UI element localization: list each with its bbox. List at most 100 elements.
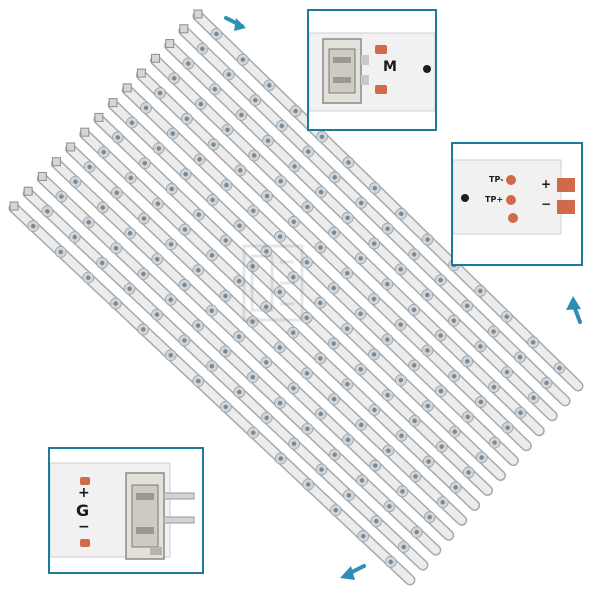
led-lens	[440, 500, 445, 505]
led-lens	[86, 275, 91, 280]
led-lens	[58, 249, 63, 255]
led-lens	[100, 205, 105, 210]
led-lens	[168, 353, 173, 358]
led-lens	[224, 182, 229, 188]
led-lens	[250, 319, 255, 324]
led-lens	[250, 375, 255, 380]
led-lens	[236, 334, 242, 339]
led-lens	[398, 378, 404, 383]
led-lens	[518, 410, 523, 415]
led-lens	[426, 459, 431, 464]
led-lens	[223, 293, 228, 299]
led-lens	[264, 193, 270, 199]
led-lens	[87, 164, 92, 170]
led-lens	[277, 345, 282, 350]
led-lens	[253, 97, 258, 103]
led-lens	[531, 395, 536, 401]
led-lens	[154, 312, 160, 317]
led-lens	[293, 108, 298, 114]
strip-connector	[37, 171, 47, 181]
led-lens	[225, 127, 230, 132]
led-lens	[359, 422, 364, 428]
led-lens	[183, 171, 188, 177]
led-lens	[142, 160, 148, 166]
led-lens	[265, 138, 271, 143]
pcb-label-minus: −	[541, 197, 552, 211]
led-lens	[401, 544, 406, 550]
led-lens	[372, 407, 377, 413]
led-lens	[372, 241, 377, 246]
led-lens	[236, 278, 242, 284]
led-lens	[318, 411, 323, 417]
led-lens	[264, 415, 269, 421]
led-lens	[251, 153, 257, 158]
led-lens	[331, 341, 336, 346]
led-lens	[451, 318, 457, 323]
pcb-label-tp-minus: TP-	[489, 175, 504, 184]
led-lens	[306, 149, 311, 154]
led-lens	[239, 112, 244, 118]
led-lens	[438, 277, 443, 283]
led-lens	[358, 256, 363, 261]
strip-connector	[151, 53, 161, 63]
led-lens	[318, 245, 323, 250]
connector-icon	[125, 472, 195, 560]
led-lens	[398, 211, 404, 217]
connector-icon	[322, 38, 369, 104]
led-lens	[346, 160, 351, 165]
led-lens	[226, 72, 232, 77]
led-lens	[388, 559, 393, 565]
led-lens	[385, 392, 390, 398]
pcb-label-plus: +	[541, 177, 552, 191]
led-lens	[331, 396, 337, 402]
led-lens	[101, 149, 106, 155]
led-lens	[128, 175, 133, 181]
led-lens	[411, 307, 417, 313]
led-lens	[291, 274, 296, 280]
led-lens	[113, 245, 119, 251]
led-lens	[200, 46, 205, 51]
led-lens	[182, 227, 188, 232]
led-lens	[73, 179, 78, 184]
led-strip	[22, 186, 429, 571]
arrow-icon	[566, 296, 582, 324]
led-lens	[452, 429, 457, 434]
led-strip	[178, 24, 571, 407]
led-lens	[212, 87, 218, 92]
led-lens	[240, 57, 246, 62]
led-lens	[251, 430, 256, 435]
led-lens	[72, 234, 77, 240]
led-lens	[372, 185, 378, 191]
led-lens	[385, 281, 390, 287]
led-lens	[465, 414, 470, 420]
strip-connector	[94, 112, 104, 122]
strip-connector	[165, 39, 175, 49]
led-lens	[318, 356, 323, 361]
led-lens	[358, 311, 363, 317]
led-lens	[371, 296, 377, 302]
led-lens	[425, 403, 431, 409]
led-strip	[79, 127, 481, 511]
led-lens	[345, 271, 350, 276]
led-lens	[345, 437, 351, 442]
led-lens	[478, 288, 483, 294]
led-lens	[491, 384, 497, 390]
led-lens	[157, 90, 163, 96]
led-lens	[398, 267, 403, 272]
led-lens	[278, 456, 283, 461]
led-lens	[237, 223, 242, 228]
led-lens	[170, 131, 176, 136]
led-lens	[129, 120, 135, 125]
led-lens	[371, 352, 377, 357]
led-lens	[127, 231, 133, 236]
led-strip	[164, 39, 558, 422]
inset-connector-bottom: + G −	[48, 447, 204, 574]
strip-connector	[80, 127, 90, 137]
led-lens	[155, 201, 161, 206]
led-lens	[169, 186, 174, 192]
led-lens	[155, 256, 160, 262]
led-lens	[557, 365, 562, 371]
led-lens	[479, 455, 484, 460]
led-lens	[291, 330, 296, 335]
led-lens	[278, 179, 283, 184]
